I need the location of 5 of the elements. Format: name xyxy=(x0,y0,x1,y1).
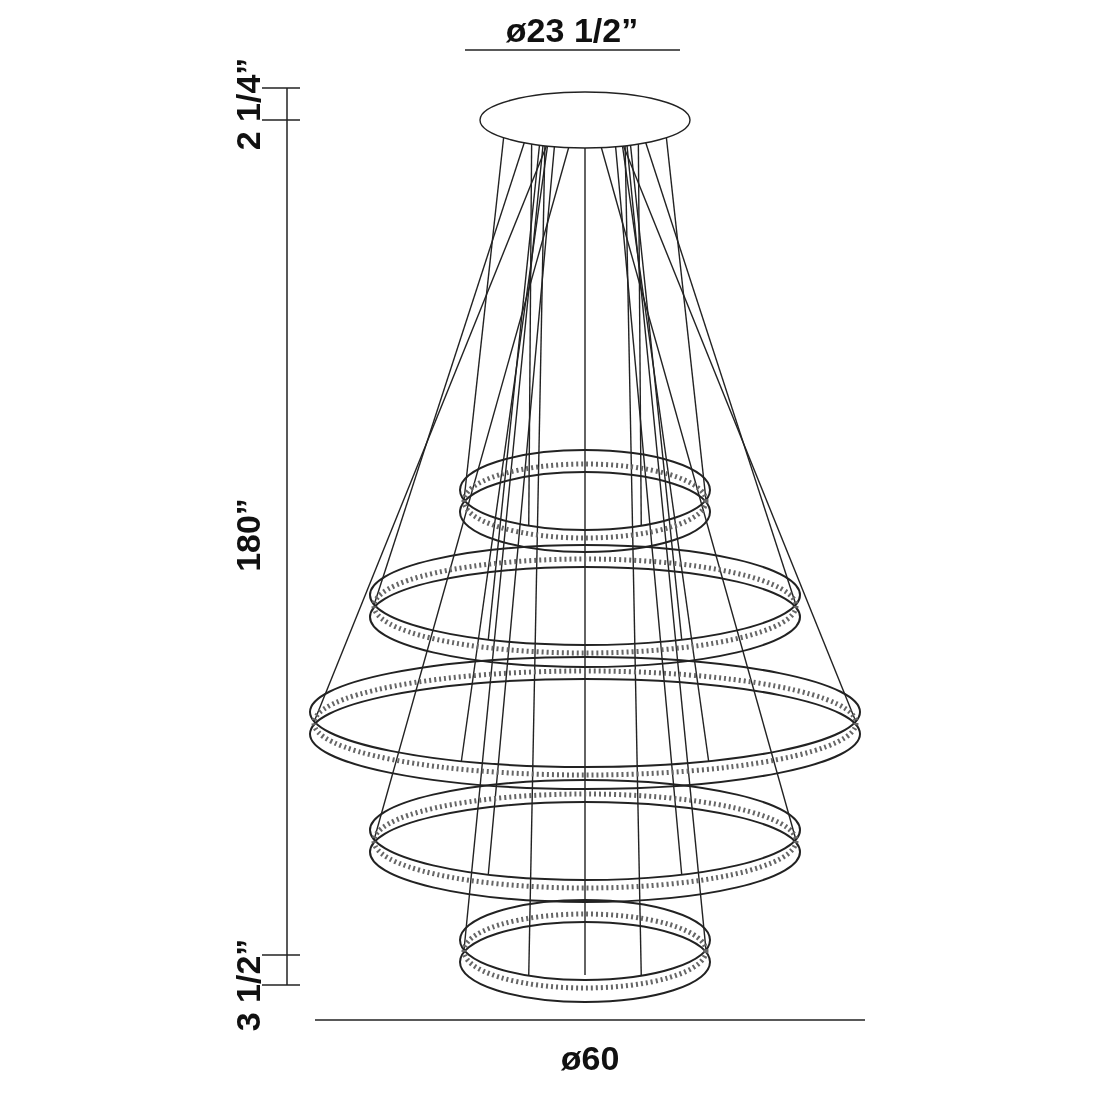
dimension-label: 2 1/4” xyxy=(231,57,265,151)
dimension-label: 3 1/2” xyxy=(231,938,265,1032)
dimension-label: 180” xyxy=(231,498,265,572)
dimension-label: ø60 xyxy=(560,1041,620,1075)
dimension-label: ø23 1/2” xyxy=(505,13,639,47)
